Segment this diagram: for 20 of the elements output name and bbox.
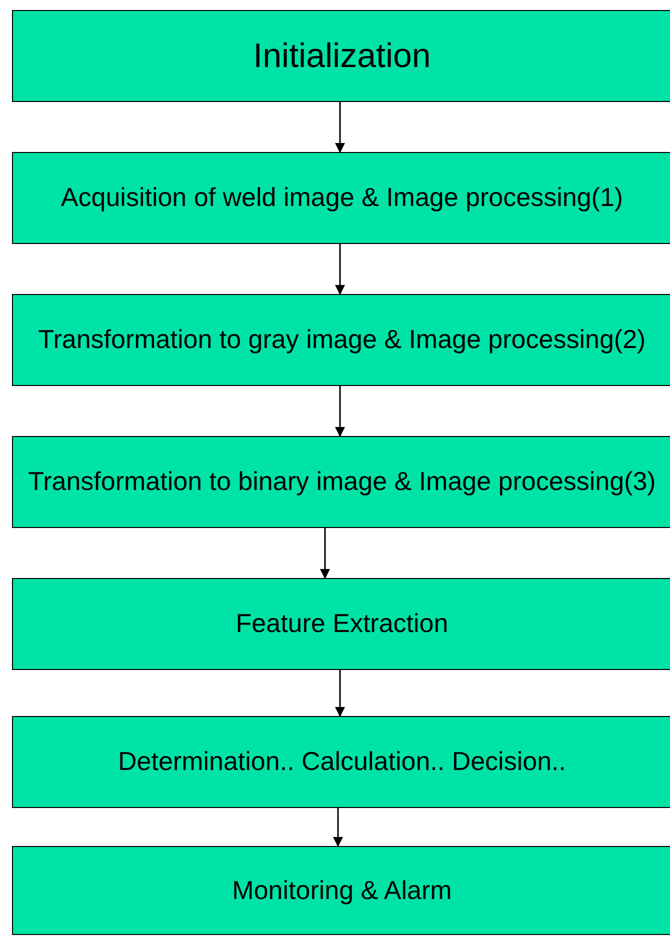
- step-label: Monitoring & Alarm: [232, 874, 452, 907]
- process-box: [12, 152, 670, 244]
- process-box: [12, 716, 670, 808]
- step-label: Acquisition of weld image & Image processing(1): [60, 181, 624, 214]
- step-label: Transformation to gray image & Image processing(2): [38, 323, 646, 356]
- step-label: Transformation to binary image & Image processing(3): [28, 465, 656, 498]
- arrow: [320, 528, 330, 579]
- process-box: [12, 10, 670, 102]
- step-label: Initialization: [253, 36, 431, 77]
- process-box: [12, 578, 670, 670]
- process-box: [12, 436, 670, 528]
- process-box: [12, 294, 670, 386]
- arrow: [335, 386, 345, 437]
- process-box: [12, 846, 670, 935]
- arrow: [335, 102, 345, 153]
- step-label: Determination.. Calculation.. Decision..: [118, 745, 566, 778]
- step-label: Feature Extraction: [236, 607, 448, 640]
- arrow: [335, 244, 345, 295]
- arrow: [335, 670, 345, 717]
- arrow: [333, 808, 343, 847]
